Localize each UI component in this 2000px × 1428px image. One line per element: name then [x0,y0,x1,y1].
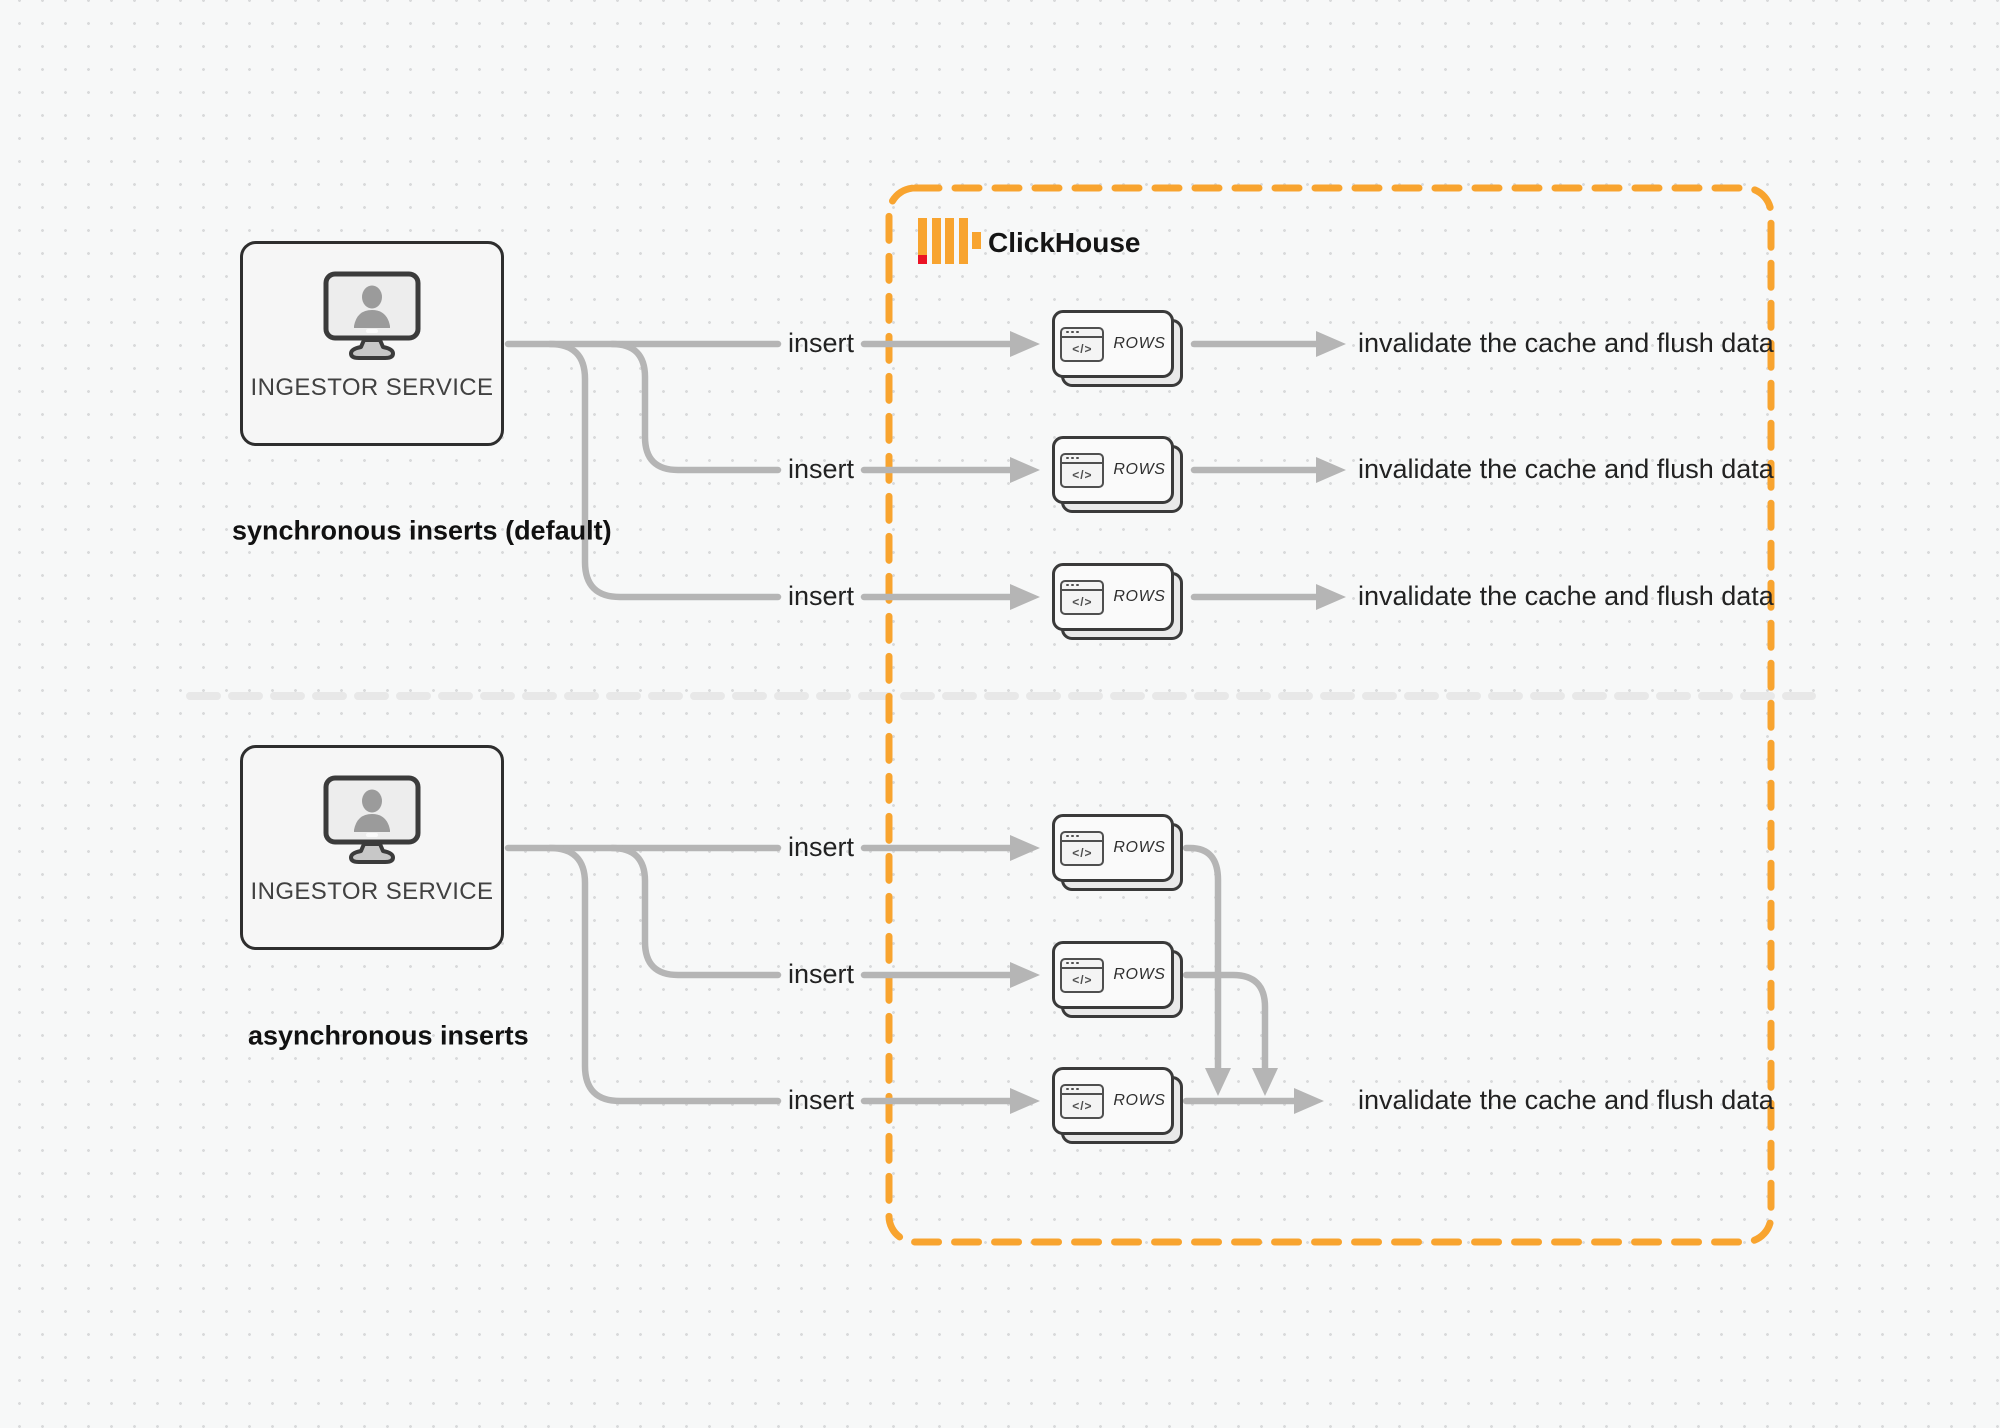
monitor-user-icon [323,775,421,864]
sync-insert-arrowhead-2 [1010,457,1040,483]
code-glyph: </> [1072,1098,1093,1113]
sync-flush-arrowhead-2 [1316,457,1346,483]
code-window-icon: </> [1060,1083,1105,1119]
async-buffer-arrowhead-2 [1252,1068,1278,1096]
async-rows-card-2: </> ROWS [1052,941,1184,1019]
rows-card-label: ROWS [1113,966,1166,983]
rows-card-front: </> ROWS [1052,563,1174,631]
async-insert-label-2: insert [787,958,855,989]
code-glyph: </> [1072,594,1093,609]
sync-flush-arrowhead-1 [1316,331,1346,357]
rows-card-label: ROWS [1113,839,1166,856]
code-glyph: </> [1072,341,1093,356]
clickhouse-logo-icon [918,218,981,264]
clickhouse-region-border [885,184,1775,1246]
async-rows-card-3: </> ROWS [1052,1067,1184,1145]
async-buffer-line-2 [1182,971,1269,1072]
sync-rows-card-3: </> ROWS [1052,563,1184,641]
sync-insert-arrowhead-3 [1010,584,1040,610]
rows-card-front: </> ROWS [1052,436,1174,504]
monitor-user-icon [323,271,421,360]
async-insert-arrowhead-2 [1010,962,1040,988]
code-glyph: </> [1072,972,1093,987]
sync-branch-row2 [608,340,782,474]
async-branch-row3 [546,844,782,1105]
rows-card-label: ROWS [1113,335,1166,352]
sync-insert-arrowhead-1 [1010,331,1040,357]
async-ingestor-label: INGESTOR SERVICE [250,878,494,905]
rows-card-front: </> ROWS [1052,814,1174,882]
async-buffer-arrowhead-1 [1205,1068,1231,1096]
rows-card-label: ROWS [1113,461,1166,478]
async-buffer-line-1 [1182,844,1222,1072]
code-window-icon: </> [1060,326,1105,362]
async-section-label: asynchronous inserts [248,1020,529,1051]
sync-insert-label-3: insert [787,580,855,611]
rows-card-front: </> ROWS [1052,310,1174,378]
sync-rows-card-2: </> ROWS [1052,436,1184,514]
async-branch-row2 [608,844,782,979]
async-insert-label-1: insert [787,831,855,862]
sync-ingestor-label: INGESTOR SERVICE [250,374,494,401]
async-invalidate-label: invalidate the cache and flush data [1358,1084,1774,1115]
async-insert-label-3: insert [787,1084,855,1115]
code-window-icon: </> [1060,452,1105,488]
sync-invalidate-label-1: invalidate the cache and flush data [1358,327,1774,358]
code-glyph: </> [1072,845,1093,860]
async-rows-card-1: </> ROWS [1052,814,1184,892]
code-window-icon: </> [1060,579,1105,615]
code-window-icon: </> [1060,830,1105,866]
rows-card-front: </> ROWS [1052,1067,1174,1135]
sync-flush-arrowhead-3 [1316,584,1346,610]
sync-insert-label-1: insert [787,327,855,358]
sync-ingestor-box: INGESTOR SERVICE [240,241,504,446]
rows-card-front: </> ROWS [1052,941,1174,1009]
rows-card-label: ROWS [1113,1092,1166,1109]
async-flush-arrowhead [1294,1088,1324,1114]
sync-section-label: synchronous inserts (default) [232,515,612,546]
async-ingestor-box: INGESTOR SERVICE [240,745,504,950]
code-glyph: </> [1072,467,1093,482]
async-insert-arrowhead-1 [1010,835,1040,861]
sync-branch-row3 [546,340,782,601]
code-window-icon: </> [1060,957,1105,993]
sync-rows-card-1: </> ROWS [1052,310,1184,388]
rows-card-label: ROWS [1113,588,1166,605]
sync-invalidate-label-3: invalidate the cache and flush data [1358,580,1774,611]
sync-invalidate-label-2: invalidate the cache and flush data [1358,453,1774,484]
clickhouse-title: ClickHouse [988,227,1141,258]
sync-insert-label-2: insert [787,453,855,484]
async-insert-arrowhead-3 [1010,1088,1040,1114]
